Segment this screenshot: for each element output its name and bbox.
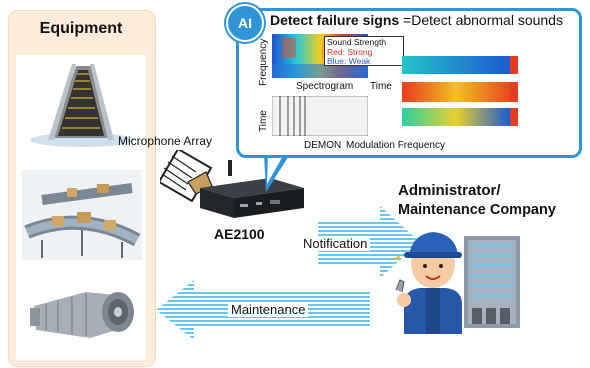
spectrogram-x-label: Spectrogram [296,81,354,92]
ae2100-device-icon [200,160,304,218]
sound-strength-legend: Sound Strength Red: Strong Blue: Weak [324,36,404,66]
spectrogram-y-label: Frequency [258,38,269,86]
conveyor-image [22,170,142,260]
legend-weak: Blue: Weak [327,56,371,66]
ai-title-bold: Detect failure signs [270,12,400,28]
spectrogram-time-label: Time [370,81,392,92]
microphone-array-icon [160,150,213,203]
heatmap-strips [402,56,518,126]
equipment-title: Equipment [39,20,123,37]
building-icon [464,236,520,328]
device-label: AE2100 [214,226,265,242]
engine-image [30,292,134,338]
worker-icon [393,232,475,334]
ai-badge-icon: AI [226,4,264,42]
microphone-label: Microphone Array [118,134,213,148]
maintenance-label: Maintenance [228,302,309,317]
legend-strong: Red: Strong [327,46,373,57]
escalator-image [30,64,134,147]
demon-plot [272,96,368,136]
notification-label: Notification [300,236,371,251]
ai-panel-title: Detect failure signs =Detect abnormal so… [270,12,563,28]
ai-title-rest: =Detect abnormal sounds [399,12,563,28]
demon-y-label: Time [258,110,269,132]
bubble-pointer [264,154,290,192]
legend-title: Sound Strength [327,37,387,47]
admin-label-line2: Maintenance Company [398,202,556,218]
modulation-frequency-label: Modulation Frequency [346,140,445,151]
demon-x-label: DEMON [304,140,342,151]
admin-label-line1: Administrator/ [398,182,501,199]
